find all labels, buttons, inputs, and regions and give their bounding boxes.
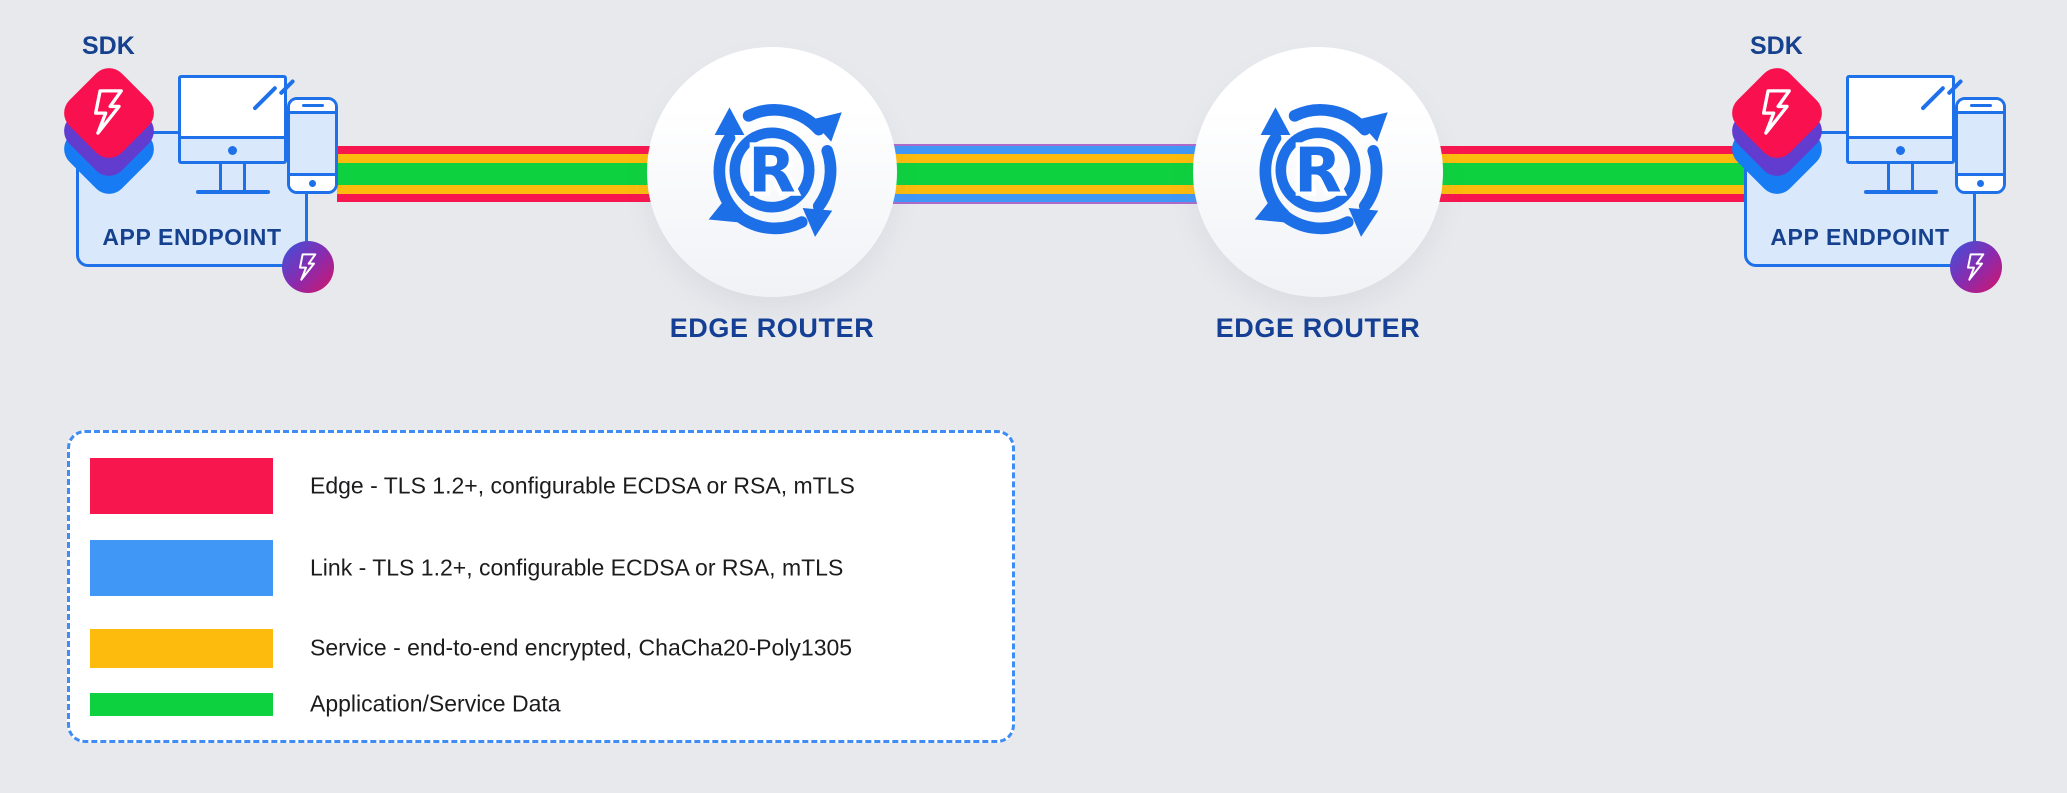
sdk-label: SDK [1750, 32, 1803, 60]
phone-speaker [1969, 103, 1992, 108]
legend-label-data: Application/Service Data [310, 690, 561, 717]
service-line-bottom [772, 185, 1318, 194]
edge-line-top [1318, 146, 1744, 154]
phone-home-button [1976, 179, 1985, 188]
legend-label-service: Service - end-to-end encrypted, ChaCha20… [310, 634, 853, 661]
router-circle [1193, 47, 1443, 297]
router-icon-letter: R [1294, 134, 1341, 206]
legend-label-link: Link - TLS 1.2+, configurable ECDSA or R… [310, 554, 844, 581]
legend-box: Edge - TLS 1.2+, configurable ECDSA or R… [67, 430, 1015, 743]
edge-line-bottom [1318, 194, 1744, 202]
edge-router-label: EDGE ROUTER [669, 313, 875, 343]
monitor-stand [1887, 164, 1914, 190]
service-line-bottom [1318, 185, 1744, 194]
phone-bottom-bar [1958, 176, 2003, 191]
edge-router-label: EDGE ROUTER [1215, 313, 1421, 343]
monitor-power-dot [228, 145, 237, 155]
end-to-end-line-overlay [337, 154, 1744, 194]
phone-home-button [308, 179, 317, 188]
ziti-bolt-icon [1967, 253, 1985, 281]
legend-swatch-link [90, 540, 273, 596]
monitor-stand [219, 164, 246, 190]
legend-swatch-service [90, 629, 273, 668]
ziti-badge-icon [282, 241, 334, 293]
app-endpoint-left: SDK APP EN [56, 28, 350, 298]
service-line-bottom [337, 185, 772, 194]
edge-line-bottom [337, 194, 772, 202]
service-line-top [337, 154, 772, 163]
phone-top-bar [1958, 100, 2003, 111]
phone-icon [1955, 97, 2006, 194]
data-line [772, 163, 1318, 185]
legend-swatch-edge [90, 458, 273, 514]
app-endpoint-label: APP ENDPOINT [1770, 224, 1950, 250]
monitor-bezel [1849, 136, 1952, 161]
phone-screen [290, 111, 335, 176]
monitor-icon [1846, 75, 1955, 194]
monitor-screen [1849, 78, 1952, 136]
phone-top-bar [290, 100, 335, 111]
ziti-bolt-icon [1762, 89, 1791, 135]
monitor-screen [181, 78, 284, 136]
legend-label-edge: Edge - TLS 1.2+, configurable ECDSA or R… [310, 472, 855, 499]
link-line-middle-segment [772, 146, 1318, 202]
sdk-label: SDK [82, 32, 135, 60]
router-arrows-icon: R [708, 104, 842, 237]
edge-line-top [337, 146, 772, 154]
ziti-bolt-icon [94, 89, 123, 135]
router-icon-letter: R [748, 134, 795, 206]
monitor-base [195, 190, 270, 194]
service-line-top [772, 154, 1318, 163]
phone-speaker [301, 103, 324, 108]
monitor-base [1863, 190, 1938, 194]
monitor-bezel [181, 136, 284, 161]
monitor-head [1846, 75, 1955, 164]
ziti-badge-icon [1950, 241, 2002, 293]
router-arrows-icon: R [1254, 104, 1388, 237]
phone-bottom-bar [290, 176, 335, 191]
app-endpoint-label: APP ENDPOINT [102, 224, 282, 250]
legend-swatch-data [90, 693, 273, 716]
link-line-top [772, 146, 1318, 154]
monitor-power-dot [1896, 145, 1905, 155]
phone-screen [1958, 111, 2003, 176]
ziti-bolt-icon [299, 253, 317, 281]
app-endpoint-right: SDK APP EN [1724, 28, 2018, 298]
router-circle [647, 47, 897, 297]
service-line-top [1318, 154, 1744, 163]
phone-icon [287, 97, 338, 194]
link-line-bottom [772, 194, 1318, 202]
